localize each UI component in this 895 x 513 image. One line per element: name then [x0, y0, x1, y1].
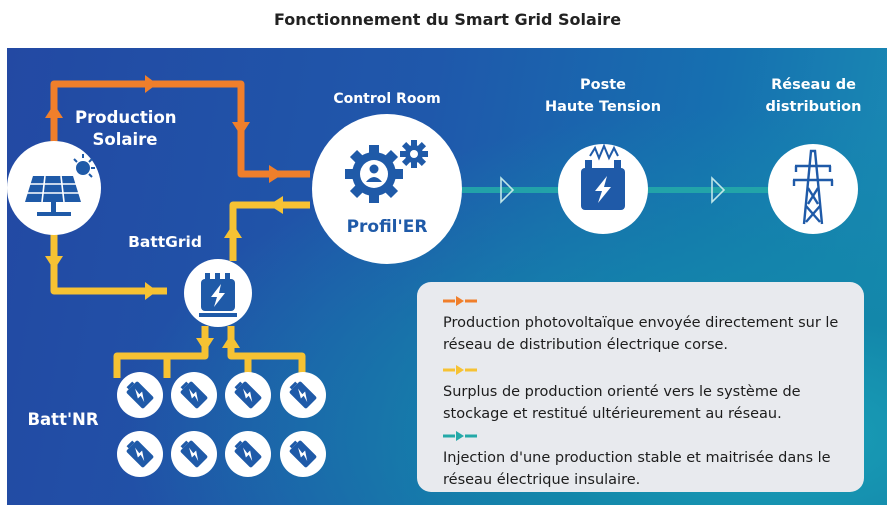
battery-icon	[225, 431, 271, 477]
teal-arrows	[500, 176, 726, 204]
legend-text: Injection d'une production stable et mai…	[443, 450, 831, 488]
poste-node	[558, 143, 648, 234]
page-title: Fonctionnement du Smart Grid Solaire	[273, 10, 622, 29]
battery-icon	[280, 431, 326, 477]
battgrid-label: BattGrid	[128, 233, 202, 251]
battery-bank	[117, 372, 326, 477]
reseau-node	[768, 144, 858, 234]
battery-icon	[171, 431, 217, 477]
teal-arrow-icon	[443, 431, 477, 441]
control-room-label: Control Room	[333, 91, 441, 107]
battnr-label: Batt'NR	[27, 410, 99, 429]
production-solaire-label: Production Solaire	[75, 108, 177, 149]
diagram-panel: Production Solaire Control Room Profil'E…	[7, 48, 887, 505]
reseau-label: Réseau de distribution	[765, 77, 862, 115]
diagram-canvas	[7, 75, 858, 477]
yellow-arrows	[45, 196, 283, 352]
solar-panel-icon	[25, 154, 95, 216]
battgrid-node	[184, 259, 252, 327]
battery-icon	[117, 372, 163, 418]
battery-icon	[225, 372, 271, 418]
transformer-icon	[581, 143, 625, 210]
orange-arrow-icon	[443, 296, 477, 306]
legend-box: Production photovoltaïque envoyée direct…	[417, 282, 864, 492]
battgrid-icon	[199, 273, 237, 317]
battery-icon	[280, 372, 326, 418]
pylon-icon	[792, 149, 834, 225]
poste-label: Poste Haute Tension	[544, 77, 662, 115]
yellow-arrow-icon	[443, 365, 477, 375]
legend-text: Surplus de production orienté vers le sy…	[443, 384, 801, 422]
legend-text: Production photovoltaïque envoyée direct…	[443, 315, 839, 353]
battery-icon	[117, 431, 163, 477]
orange-arrows	[45, 75, 283, 183]
battery-icon	[171, 372, 217, 418]
control-room-node	[312, 114, 462, 264]
profiler-label: Profil'ER	[346, 217, 428, 237]
solar-node	[7, 141, 101, 235]
